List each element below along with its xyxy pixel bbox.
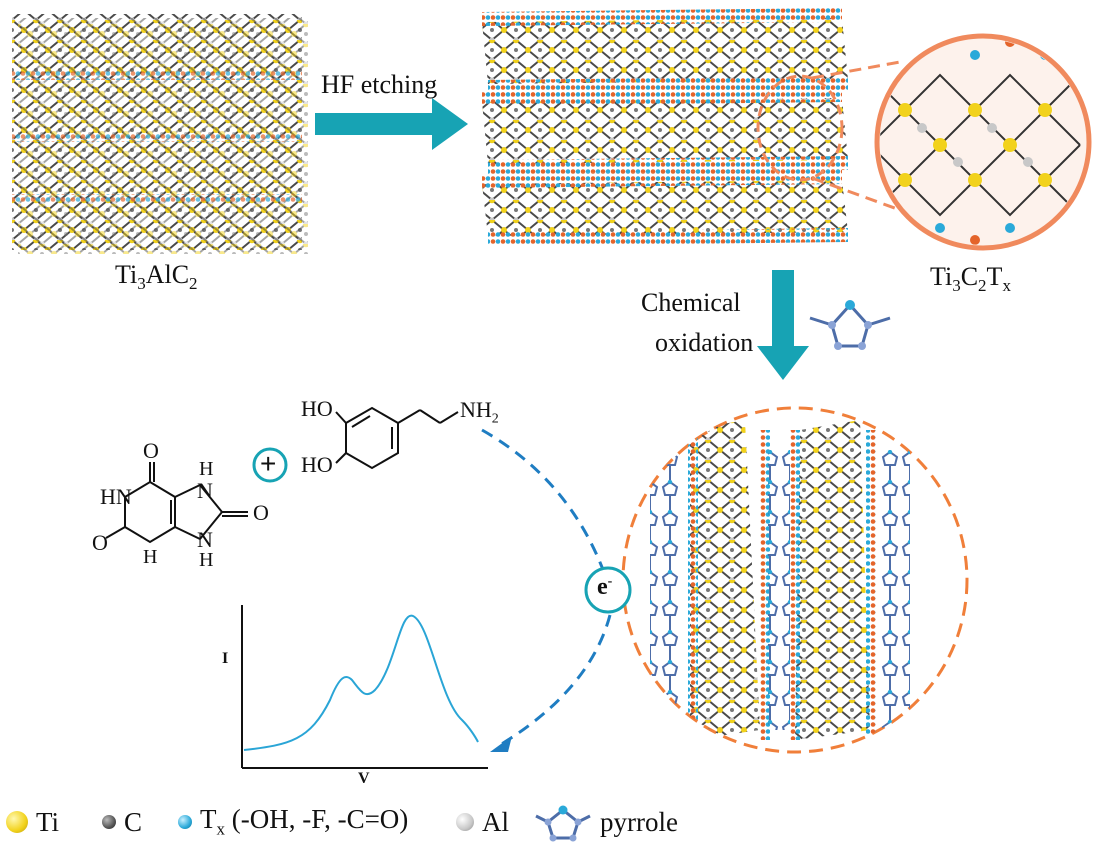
zoom-line-bottom — [811, 176, 901, 212]
uric-n-bottom: N — [197, 527, 213, 552]
label-ti3c2tx: Ti3C2Tx — [930, 262, 1011, 296]
plus-sign: + — [260, 448, 277, 479]
legend-pyrrole: pyrrole — [534, 800, 678, 844]
etching-arrow — [315, 98, 468, 150]
plot-ylabel: I — [222, 650, 229, 667]
uric-n-top: N — [197, 478, 213, 503]
label-ti3alc2: Ti3AlC2 — [115, 260, 198, 294]
dopamine-ho2: HO — [301, 452, 333, 477]
uric-o-top: O — [143, 438, 159, 463]
legend-al-label: Al — [482, 806, 509, 837]
c-atom-icon — [102, 815, 116, 829]
oxidation-arrow — [757, 270, 809, 380]
dopamine-nh2: NH2 — [460, 397, 499, 427]
mxene-layers — [482, 8, 901, 246]
electron-circle — [584, 566, 632, 614]
uric-o-left: O — [92, 530, 108, 555]
ti-atom-icon — [6, 811, 28, 833]
ti3alc2-lattice — [12, 14, 308, 254]
legend-tx: Tx (-OH, -F, -C=O) — [178, 800, 408, 844]
plus-circle — [252, 447, 288, 483]
legend-c-label: C — [124, 806, 143, 837]
plot-xlabel: V — [358, 770, 370, 787]
label-oxidation-line1: Chemical — [641, 288, 741, 317]
electron-path-bottom — [499, 614, 612, 747]
uric-o-right: O — [253, 500, 269, 525]
legend-tx-label: Tx (-OH, -F, -C=O) — [200, 804, 409, 839]
legend-al: Al — [456, 800, 509, 844]
legend-ti-label: Ti — [36, 806, 60, 837]
label-hf-etching: HF etching — [321, 70, 438, 99]
highlight-ellipse — [756, 74, 844, 182]
electron-path-arrowhead — [490, 736, 512, 752]
legend-pyrrole-label: pyrrole — [600, 806, 678, 837]
voltammogram-plot — [241, 605, 488, 769]
label-oxidation-line2: oxidation — [655, 328, 754, 357]
tx-atom-icon — [178, 815, 192, 829]
dopamine-ho1: HO — [301, 396, 333, 421]
zoom-line-top — [811, 60, 901, 80]
legend-c: C — [102, 800, 142, 844]
voltammogram-curve — [243, 614, 479, 751]
dopamine-structure — [335, 406, 459, 470]
uric-h-bottom2: H — [199, 549, 214, 571]
uric-h-bottom: H — [143, 546, 158, 568]
uric-hn: HN — [100, 484, 132, 509]
legend: Ti C Tx (-OH, -F, -C=O) Al pyrrole — [6, 800, 906, 844]
electron-path-top — [481, 428, 607, 576]
zoom-circle — [874, 33, 1092, 251]
legend-ti: Ti — [6, 800, 59, 844]
pyrrole-icon — [809, 300, 891, 350]
uric-acid-structure — [105, 462, 248, 544]
pyrrole-legend-icon — [535, 805, 591, 842]
uric-h-top: H — [199, 458, 214, 480]
composite-circle — [621, 406, 969, 754]
electron-label: e- — [597, 574, 613, 600]
al-atom-icon — [456, 813, 474, 831]
